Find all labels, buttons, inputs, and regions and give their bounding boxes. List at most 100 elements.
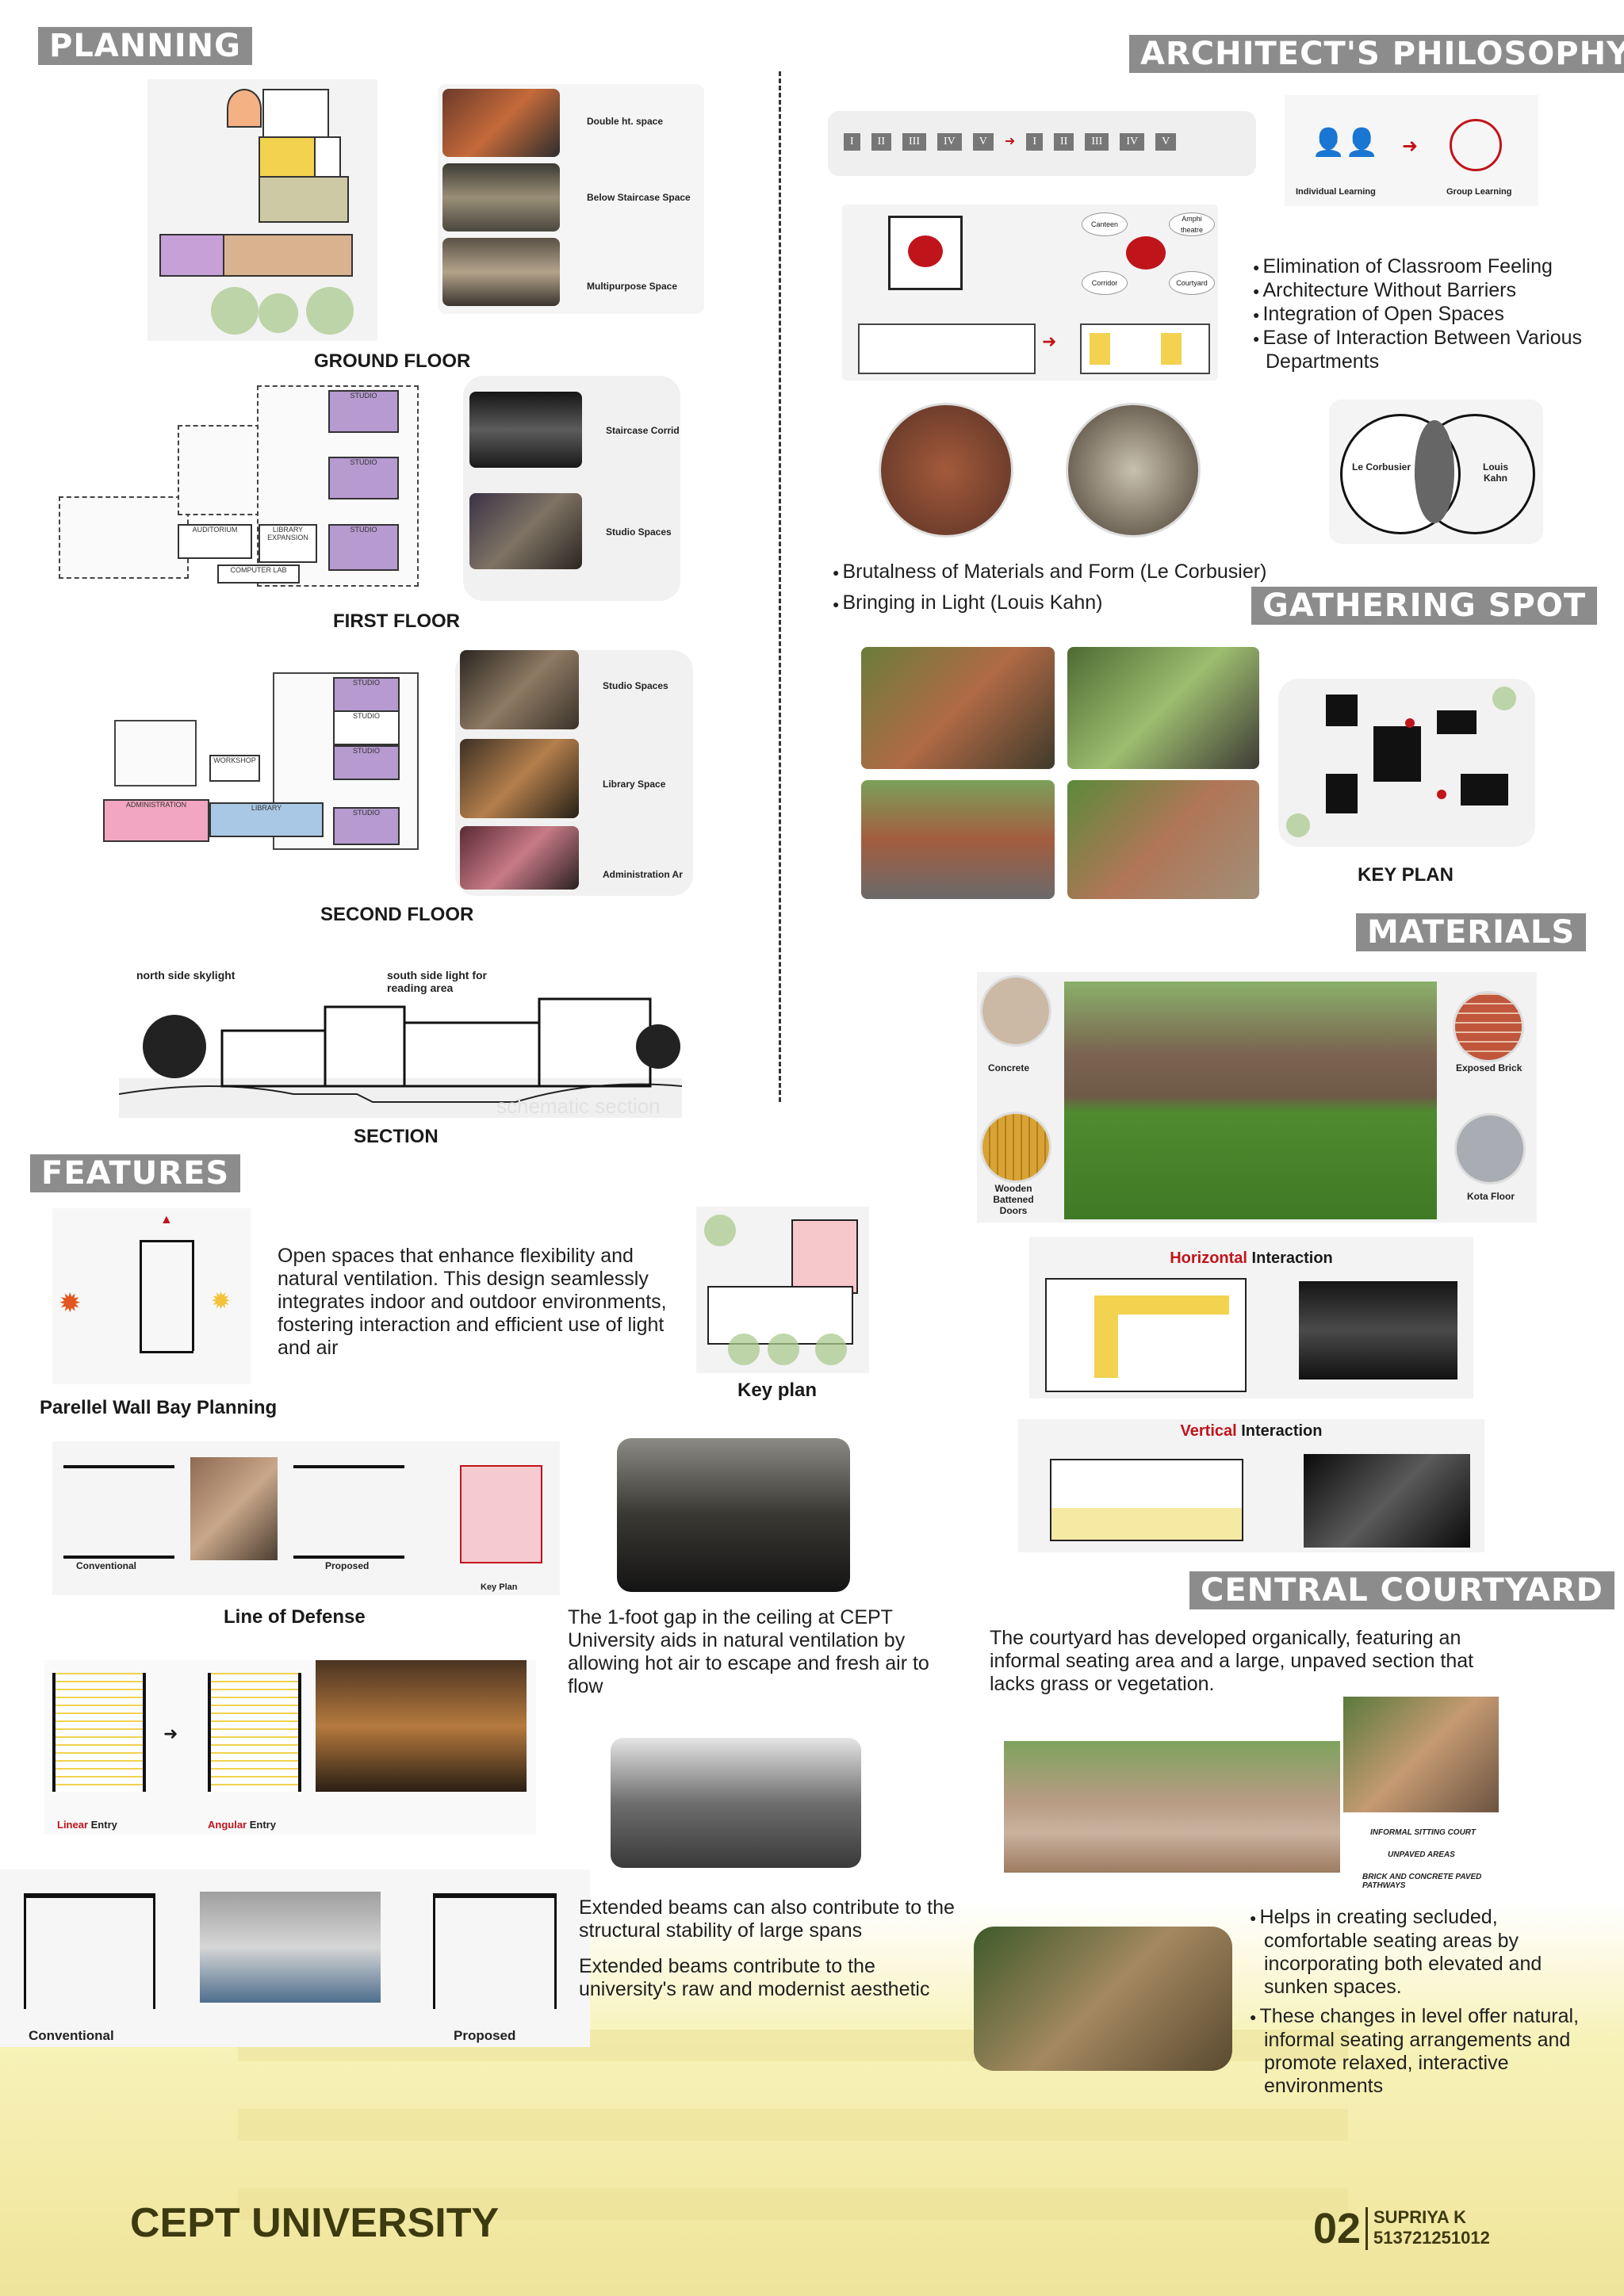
section-label-south: south side light for reading area <box>387 969 487 994</box>
courtyard-aerial-photo <box>974 1927 1232 2071</box>
north-arrow-icon: ▲ <box>160 1213 173 1226</box>
horizontal-photo <box>1299 1281 1457 1380</box>
section-caption: SECTION <box>354 1126 439 1147</box>
sf-room: LIBRARY <box>209 802 324 837</box>
brain-node: Corridor <box>1082 271 1128 295</box>
gf-label-3: Multipurpose Space <box>587 281 678 292</box>
ground-floor-caption: GROUND FLOOR <box>314 350 471 372</box>
second-floor-plan: STUDIO STUDIO STUDIO STUDIO WORKSHOP ADM… <box>98 672 423 882</box>
sun-icon: ✹ <box>59 1288 82 1318</box>
gathering-photo <box>861 647 1055 769</box>
beam-photo <box>200 1892 381 2003</box>
courtyard-header: CENTRAL COURTYARD <box>1189 1571 1614 1609</box>
first-floor-caption: FIRST FLOOR <box>333 610 460 632</box>
ceiling-gap-text: The 1-foot gap in the ceiling at CEPT Un… <box>568 1606 929 1697</box>
material-swatch-wood <box>980 1112 1051 1183</box>
brain-node: Canteen <box>1082 212 1128 236</box>
marker-icon <box>1437 790 1446 799</box>
brain-icon <box>1126 236 1166 270</box>
defense-label: Key Plan <box>481 1582 518 1592</box>
sf-room: WORKSHOP <box>209 755 260 782</box>
numeral: II <box>871 133 891 151</box>
courtyard-bullet: Helps in creating secluded, comfortable … <box>1250 1906 1607 1999</box>
section-watermark: schematic section <box>496 1094 661 1118</box>
arrow-right-icon: ➜ <box>1004 135 1016 148</box>
footer-title: CEPT UNIVERSITY <box>130 2200 500 2246</box>
philosophy-header: ARCHITECT'S PHILOSOPHY <box>1129 35 1624 73</box>
arrow-right-icon: ➜ <box>1402 136 1419 157</box>
courtyard-annotation: BRICK AND CONCRETE PAVED PATHWAYS <box>1362 1873 1482 1890</box>
venn-diagram: Le Corbusier Louis Kahn <box>1329 400 1543 544</box>
courtyard-annotation: UNPAVED AREAS <box>1388 1850 1455 1859</box>
sf-label-3: Administration Ar <box>603 869 683 880</box>
horizontal-title-rest: Interaction <box>1247 1249 1333 1267</box>
material-label-concrete: Concrete <box>988 1062 1030 1073</box>
features-key-plan-caption: Key plan <box>737 1380 818 1401</box>
vertical-interaction-panel: Vertical Interaction <box>1018 1419 1484 1552</box>
vertical-title-accent: Vertical <box>1180 1422 1237 1440</box>
entry-photo <box>316 1660 527 1792</box>
entry-label-rest: Entry <box>247 1819 276 1831</box>
sf-photo-strip <box>455 650 693 896</box>
sf-room: STUDIO <box>333 745 400 780</box>
bay-caption: Parellel Wall Bay Planning <box>40 1397 278 1418</box>
section-drawing <box>119 997 682 1118</box>
courtyard-annotation: INFORMAL SITTING COURT <box>1370 1828 1476 1837</box>
beam-text-2: Extended beams contribute to the univers… <box>579 1955 930 2000</box>
arrow-right-icon: ➜ <box>1042 331 1057 351</box>
corbusier-photo <box>879 403 1013 538</box>
material-label-kota: Kota Floor <box>1467 1191 1515 1202</box>
entry-label-rest: Entry <box>88 1819 117 1831</box>
gathering-header: GATHERING SPOT <box>1251 587 1598 625</box>
background-building-band <box>238 2188 1348 2220</box>
material-swatch-kota <box>1454 1113 1526 1184</box>
philosophy-bullet: Architecture Without Barriers <box>1253 279 1586 303</box>
ff-room: COMPUTER LAB <box>217 564 300 584</box>
numeral: IV <box>1120 133 1145 151</box>
brain-diagram: Canteen Amphi theatre Corridor Courtyard… <box>842 205 1218 381</box>
influences-list: Brutalness of Materials and Form (Le Cor… <box>833 557 1324 619</box>
bay-diagram: ✹ ✹ ▲ <box>52 1208 251 1384</box>
brain-icon <box>908 235 943 267</box>
gathering-photo <box>1067 647 1259 769</box>
sf-room: ADMINISTRATION <box>103 799 209 842</box>
materials-panel: Concrete Exposed Brick Wooden Battened D… <box>977 972 1537 1223</box>
ff-photo-strip <box>463 376 680 601</box>
individual-people-icon: 👤👤 <box>1312 128 1379 158</box>
ff-room: STUDIO <box>328 524 399 571</box>
marker-icon <box>1405 718 1415 728</box>
defense-diagram: Conventional Proposed Key Plan <box>52 1441 560 1595</box>
numerals-diagram: I II III IV V ➜ I II III IV V <box>828 111 1256 176</box>
background-building-band <box>238 2109 1348 2141</box>
brain-node: Amphi theatre <box>1169 212 1215 236</box>
numeral: III <box>1085 133 1109 151</box>
sf-room: STUDIO <box>333 677 400 712</box>
ff-room: STUDIO <box>328 390 399 433</box>
arrow-right-icon: ➜ <box>163 1724 178 1743</box>
entry-label-accent: Linear <box>57 1819 89 1831</box>
sf-room: STUDIO <box>333 807 400 845</box>
ff-room: LIBRARY EXPANSION <box>259 524 317 563</box>
section-label-north: north side skylight <box>136 969 236 982</box>
material-label-brick: Exposed Brick <box>1456 1062 1522 1073</box>
horizontal-title-accent: Horizontal <box>1170 1249 1247 1267</box>
ff-label-1: Staircase Corrid <box>606 425 680 436</box>
ff-label-2: Studio Spaces <box>606 526 672 538</box>
individual-learning-label: Individual Learning <box>1296 187 1376 197</box>
sun-icon: ✹ <box>211 1288 232 1314</box>
sf-label-1: Studio Spaces <box>603 680 668 691</box>
defense-caption: Line of Defense <box>224 1606 366 1628</box>
learning-diagram: 👤👤 ➜ Individual Learning Group Learning <box>1285 95 1538 206</box>
influence-bullet: Bringing in Light (Louis Kahn) <box>833 587 1324 618</box>
footer-id: 513721251012 <box>1373 2228 1490 2248</box>
numeral: I <box>1026 133 1043 151</box>
features-key-plan <box>696 1207 869 1373</box>
numeral: V <box>972 133 994 151</box>
gf-photo-strip <box>438 84 704 314</box>
material-swatch-brick <box>1453 991 1524 1062</box>
features-header: FEATURES <box>30 1154 241 1192</box>
courtyard-side-photo <box>1343 1697 1499 1812</box>
bay-text: Open spaces that enhance flexibility and… <box>278 1245 667 1359</box>
entry-diagram: ➜ Linear Entry Angular Entry <box>44 1660 536 1835</box>
ceiling-gap-photo <box>617 1438 850 1592</box>
